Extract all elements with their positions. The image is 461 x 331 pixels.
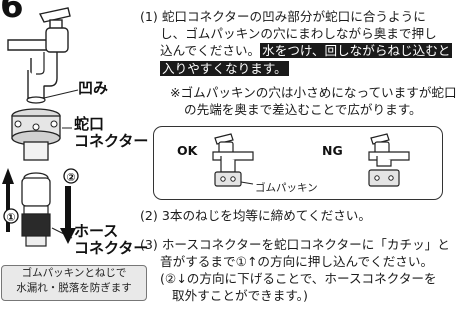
rubber-packing-label: ゴムパッキン <box>255 182 318 194</box>
hose-connector-label-line1: ホース <box>74 222 119 240</box>
note1-line2: の先端を奥まで差込むことで広がります。 <box>184 102 422 117</box>
note-line-2: 水漏れ・脱落を防ぎます <box>16 282 132 294</box>
note-line-1: ゴムパッキンとねじで <box>21 267 127 279</box>
step3-line2: 音がするまで①↑の方向に押し込んでください。 <box>160 254 434 269</box>
hekomi-label: 凹み <box>78 79 109 97</box>
step2-text: (2) 3本のねじを均等に締めてください。 <box>140 208 371 223</box>
leak-prevention-note: ゴムパッキンとねじで 水漏れ・脱落を防ぎます <box>1 265 147 301</box>
step1-line4: 入りやすくなります。 <box>160 60 289 77</box>
ok-ng-comparison-panel <box>153 126 443 200</box>
step1-line3: 込んでください。水をつけ、回しながらねじ込むと <box>160 42 453 59</box>
ok-ng-faucet-illustration <box>212 133 410 187</box>
hose-connector-label-line2: コネクター <box>74 239 149 257</box>
step1-line2: し、ゴムパッキンの穴にまわしながら奥まで押し <box>160 26 437 41</box>
note1-line1: ※ゴムパッキンの穴は小さめになっていますが蛇口 <box>170 85 457 100</box>
circle-1-label: ① <box>6 211 16 224</box>
circle-2-label: ② <box>66 171 76 184</box>
step1-line3-plain: 込んでください。 <box>160 43 261 58</box>
step3-line3: (②↓の方向に下げることで、ホースコネクターを <box>160 271 437 286</box>
step1-line3-highlight: 水をつけ、回しながらねじ込むと <box>260 43 453 58</box>
faucet-connector-label-line2: コネクター <box>74 132 149 150</box>
step1-line1: (1) 蛇口コネクターの凹み部分が蛇口に合うように <box>140 9 426 24</box>
step3-line4: 取外すことができます。) <box>172 288 308 303</box>
step-number: 6 <box>0 0 24 26</box>
faucet-connector-illustration <box>2 7 79 247</box>
step3-line1: (3) ホースコネクターを蛇口コネクターに「カチッ」と <box>140 237 450 252</box>
step1-line4-highlight: 入りやすくなります。 <box>160 61 289 76</box>
ok-label: OK <box>177 143 198 158</box>
ng-label: NG <box>322 143 343 158</box>
faucet-connector-label-line1: 蛇口 <box>74 115 105 133</box>
